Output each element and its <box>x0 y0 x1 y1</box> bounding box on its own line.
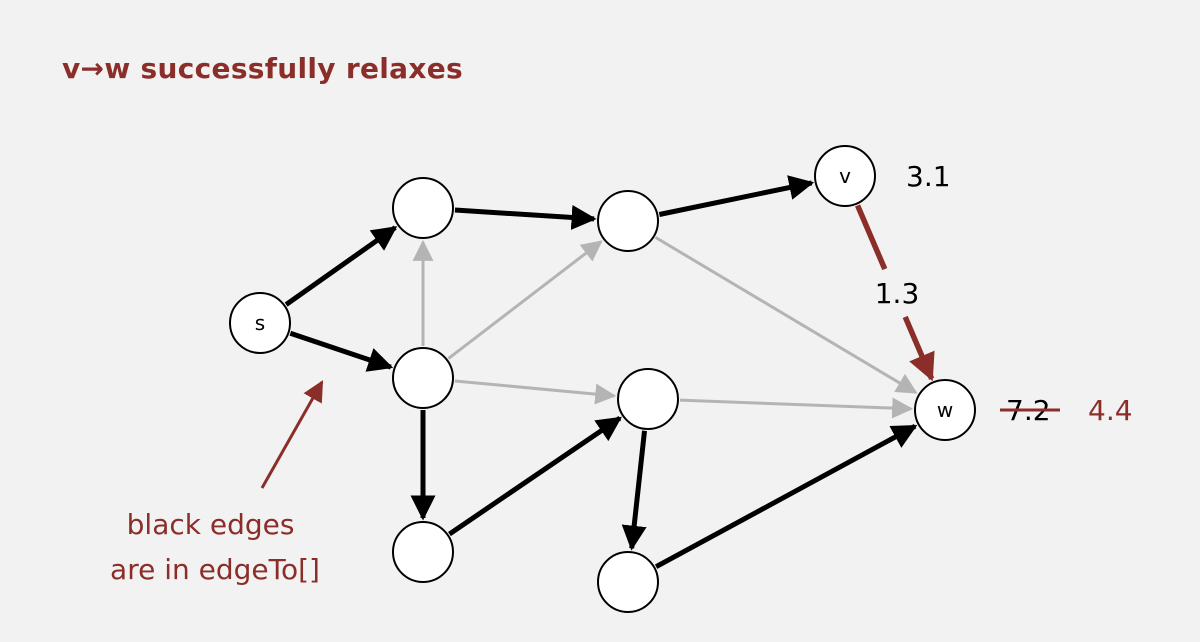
node-circle <box>392 521 454 583</box>
edge-v-w-part-2 <box>902 315 935 382</box>
edge-c-b <box>447 240 603 360</box>
node-label: w <box>937 398 953 422</box>
node-circle <box>597 551 659 613</box>
node-a <box>392 177 454 239</box>
node-c <box>392 347 454 409</box>
edges-layer: 1.3 <box>284 175 935 569</box>
annotation-line-1: black edges <box>127 508 295 541</box>
node-circle <box>229 292 291 354</box>
node-circle <box>597 190 659 252</box>
nodes-layer: s v w <box>229 145 976 613</box>
edge-weight-label: 1.3 <box>875 277 920 310</box>
edge-e-d <box>448 416 622 537</box>
edge-a-b <box>454 204 597 230</box>
node-s: s <box>229 292 291 354</box>
edge-c-d <box>454 379 617 405</box>
annotation-text: black edges are in edgeTo[] <box>110 508 320 586</box>
edge-b-v <box>658 175 815 217</box>
node-circle <box>392 177 454 239</box>
edge-s-c <box>289 330 394 372</box>
edge-d-f <box>621 430 648 551</box>
node-label: s <box>255 311 265 335</box>
node-f <box>597 551 659 613</box>
edge-v-w-part-1 <box>855 204 888 271</box>
node-v: v <box>814 145 876 207</box>
node-circle <box>914 379 976 441</box>
node-circle <box>617 368 679 430</box>
w-new-distance: 4.4 <box>1088 394 1133 427</box>
node-e <box>392 521 454 583</box>
edge-b-w <box>654 236 918 394</box>
node-d <box>617 368 679 430</box>
node-b <box>597 190 659 252</box>
node-label: v <box>839 164 851 188</box>
node-circle <box>814 145 876 207</box>
edge-s-a <box>284 225 398 307</box>
annotation-arrow <box>260 380 324 489</box>
edge-f-w <box>654 424 918 569</box>
edge-d-w <box>679 397 914 419</box>
node-w: w <box>914 379 976 441</box>
node-circle <box>392 347 454 409</box>
v-distance: 3.1 <box>906 160 951 193</box>
annotation-line-2: are in edgeTo[] <box>110 553 320 586</box>
page-title: v→w successfully relaxes <box>62 52 463 85</box>
